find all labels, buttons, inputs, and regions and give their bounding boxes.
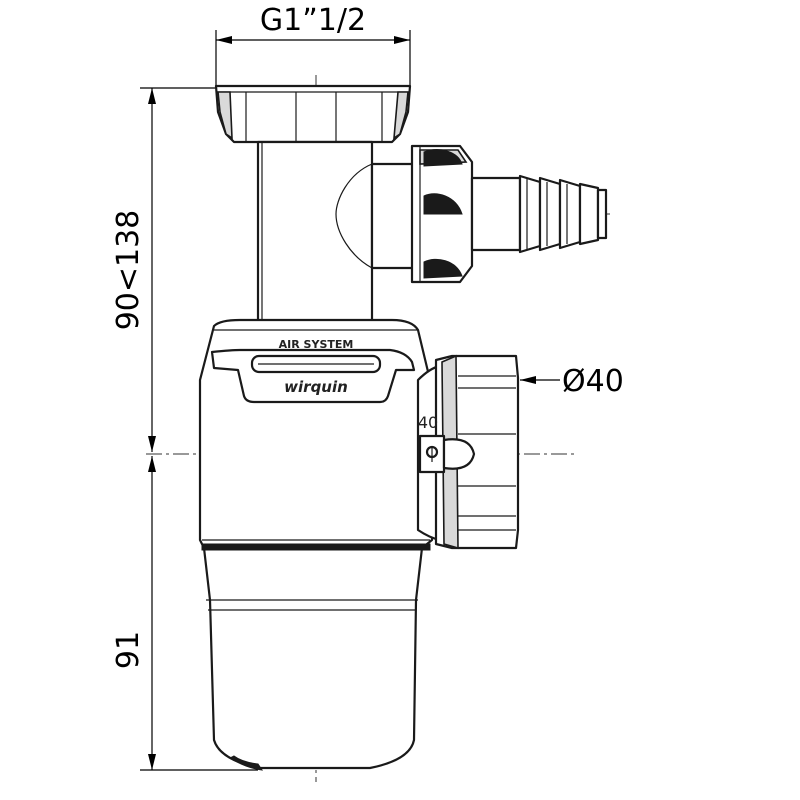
thread-dimension: G1”1/2 (215, 3, 411, 88)
outlet-diameter-callout: Ø40 (520, 364, 624, 399)
vertical-pipe (256, 140, 374, 324)
bottle-body: AIR SYSTEM wirquin (198, 318, 434, 771)
side-inlet (335, 144, 608, 284)
top-nut (214, 84, 412, 144)
outlet-nut: 40 (416, 354, 520, 550)
height-range-label: 90<138 (111, 210, 146, 331)
thread-label: G1”1/2 (260, 3, 366, 38)
height-range-dimension: 90<138 (111, 87, 228, 452)
outlet-marking-text: 40 (418, 413, 438, 432)
brand-logo-text: wirquin (284, 378, 348, 396)
bottom-height-label: 91 (111, 631, 146, 669)
bottom-height-dimension: 91 (111, 456, 258, 771)
air-system-text: AIR SYSTEM (279, 338, 354, 351)
outlet-diameter-label: Ø40 (562, 364, 624, 399)
